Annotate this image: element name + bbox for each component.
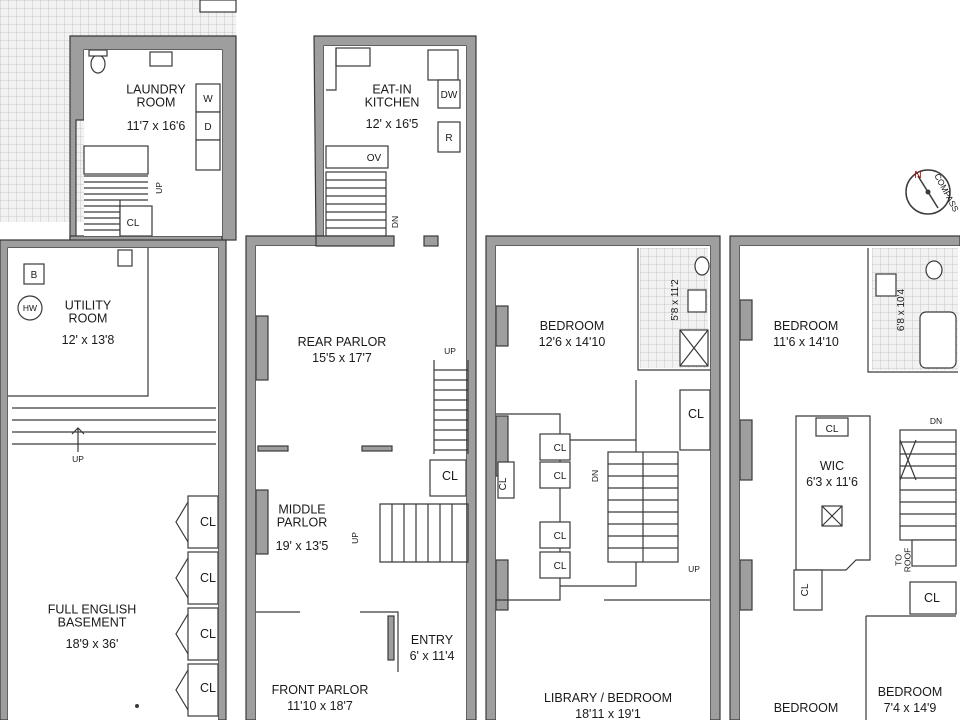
top-bedroom-name: BEDROOM (774, 319, 839, 333)
basement-stair-up: UP (72, 454, 84, 464)
third-closet-4: CL (554, 531, 567, 542)
compass-north: N (914, 170, 921, 181)
stove-icon (335, 47, 371, 67)
boiler-label: B (31, 270, 38, 281)
parlor-stair-up-2: UP (350, 532, 360, 544)
parlor-closet-label: CL (442, 469, 458, 483)
third-closet-2: CL (554, 471, 567, 482)
third-closet-right: CL (688, 407, 704, 421)
basement-closet-2: CL (200, 571, 216, 585)
refrigerator-icon (437, 121, 461, 153)
toilet-icon (925, 260, 943, 280)
third-floor: 5'8 x 11'2 BEDROOM 12'6 x 14'10 CL DN UP… (485, 235, 721, 720)
top-stair-dn: DN (930, 416, 942, 426)
top-bedroom-dims: 11'6 x 14'10 (773, 335, 839, 349)
basement-closets (175, 495, 219, 717)
top-front-bedroom-left-name: BEDROOM (774, 701, 839, 715)
bathtub-icon (919, 311, 957, 369)
third-stair-dn: DN (590, 470, 600, 482)
dryer-icon (195, 111, 221, 141)
oven-label: OV (367, 153, 382, 164)
to-roof-label: TOROOF (894, 548, 913, 573)
oven-icon (325, 145, 389, 169)
library-name: LIBRARY / BEDROOM (544, 691, 672, 705)
sink-icon (149, 51, 173, 67)
sink-icon (687, 289, 707, 313)
toilet-icon (90, 54, 106, 74)
third-floor-stairs (607, 451, 679, 563)
utility-room-dims: 12' x 13'8 (62, 333, 115, 347)
third-closet-3: CL (498, 477, 509, 490)
third-bedroom-dims: 12'6 x 14'10 (539, 335, 606, 349)
sink-icon (875, 273, 897, 297)
boiler-icon (23, 263, 45, 285)
third-stair-up: UP (688, 564, 700, 574)
refrigerator-label: R (445, 133, 452, 144)
top-front-bedroom-right-name: BEDROOM (878, 685, 943, 699)
dryer-label: D (204, 122, 211, 133)
entry-dims: 6' x 11'4 (410, 649, 455, 663)
laundry-stair-up: UP (154, 182, 164, 194)
third-bath-dims: 5'8 x 11'2 (670, 279, 681, 321)
toilet-icon (694, 256, 710, 276)
wic-closet-label: CL (826, 424, 839, 435)
basement-closet-1: CL (200, 515, 216, 529)
middle-parlor-dims: 19' x 13'5 (276, 539, 329, 553)
basement-closet-3: CL (200, 627, 216, 641)
kitchen-stair-dn: DN (390, 216, 400, 228)
rear-parlor-name: REAR PARLOR (298, 335, 387, 349)
parlor-stair-up: UP (444, 346, 456, 356)
top-bath-dims: 6'8 x 10'4 (896, 288, 907, 331)
dishwasher-label: DW (441, 90, 458, 101)
water-heater-icon (17, 295, 43, 321)
kitchen-dims: 12' x 16'5 (366, 117, 419, 131)
library-dims: 18'11 x 19'1 (575, 707, 641, 720)
water-heater-label: HW (23, 303, 37, 313)
compass: N COMPASS (905, 169, 960, 215)
basement-dims: 18'9 x 36' (66, 637, 119, 651)
dishwasher-icon (437, 79, 461, 109)
laundry-room-dims: 11'7 x 16'6 (127, 119, 186, 133)
front-parlor-name: FRONT PARLOR (272, 683, 369, 697)
top-closet-right: CL (924, 591, 940, 605)
top-floor: 6'8 x 10'4 BEDROOM 11'6 x 14'10 CL WIC 6… (729, 235, 960, 720)
third-closet-1: CL (554, 443, 567, 454)
top-front-bedroom-right-dims: 7'4 x 14'9 (884, 701, 937, 715)
washer-icon (195, 83, 221, 113)
parlor-stairs (379, 360, 469, 563)
laundry-closet-label: CL (127, 218, 140, 229)
top-floor-stairs (899, 429, 957, 541)
basement-closet-4: CL (200, 681, 216, 695)
wic-dims: 6'3 x 11'6 (806, 475, 858, 489)
rear-parlor-dims: 15'5 x 17'7 (312, 351, 372, 365)
third-closet-5: CL (554, 561, 567, 572)
top-closet-left: CL (800, 583, 811, 596)
wic-name: WIC (820, 459, 844, 473)
entry-name: ENTRY (411, 633, 454, 647)
third-bedroom-name: BEDROOM (540, 319, 605, 333)
washer-label: W (203, 94, 213, 105)
front-parlor-dims: 11'10 x 18'7 (287, 699, 353, 713)
